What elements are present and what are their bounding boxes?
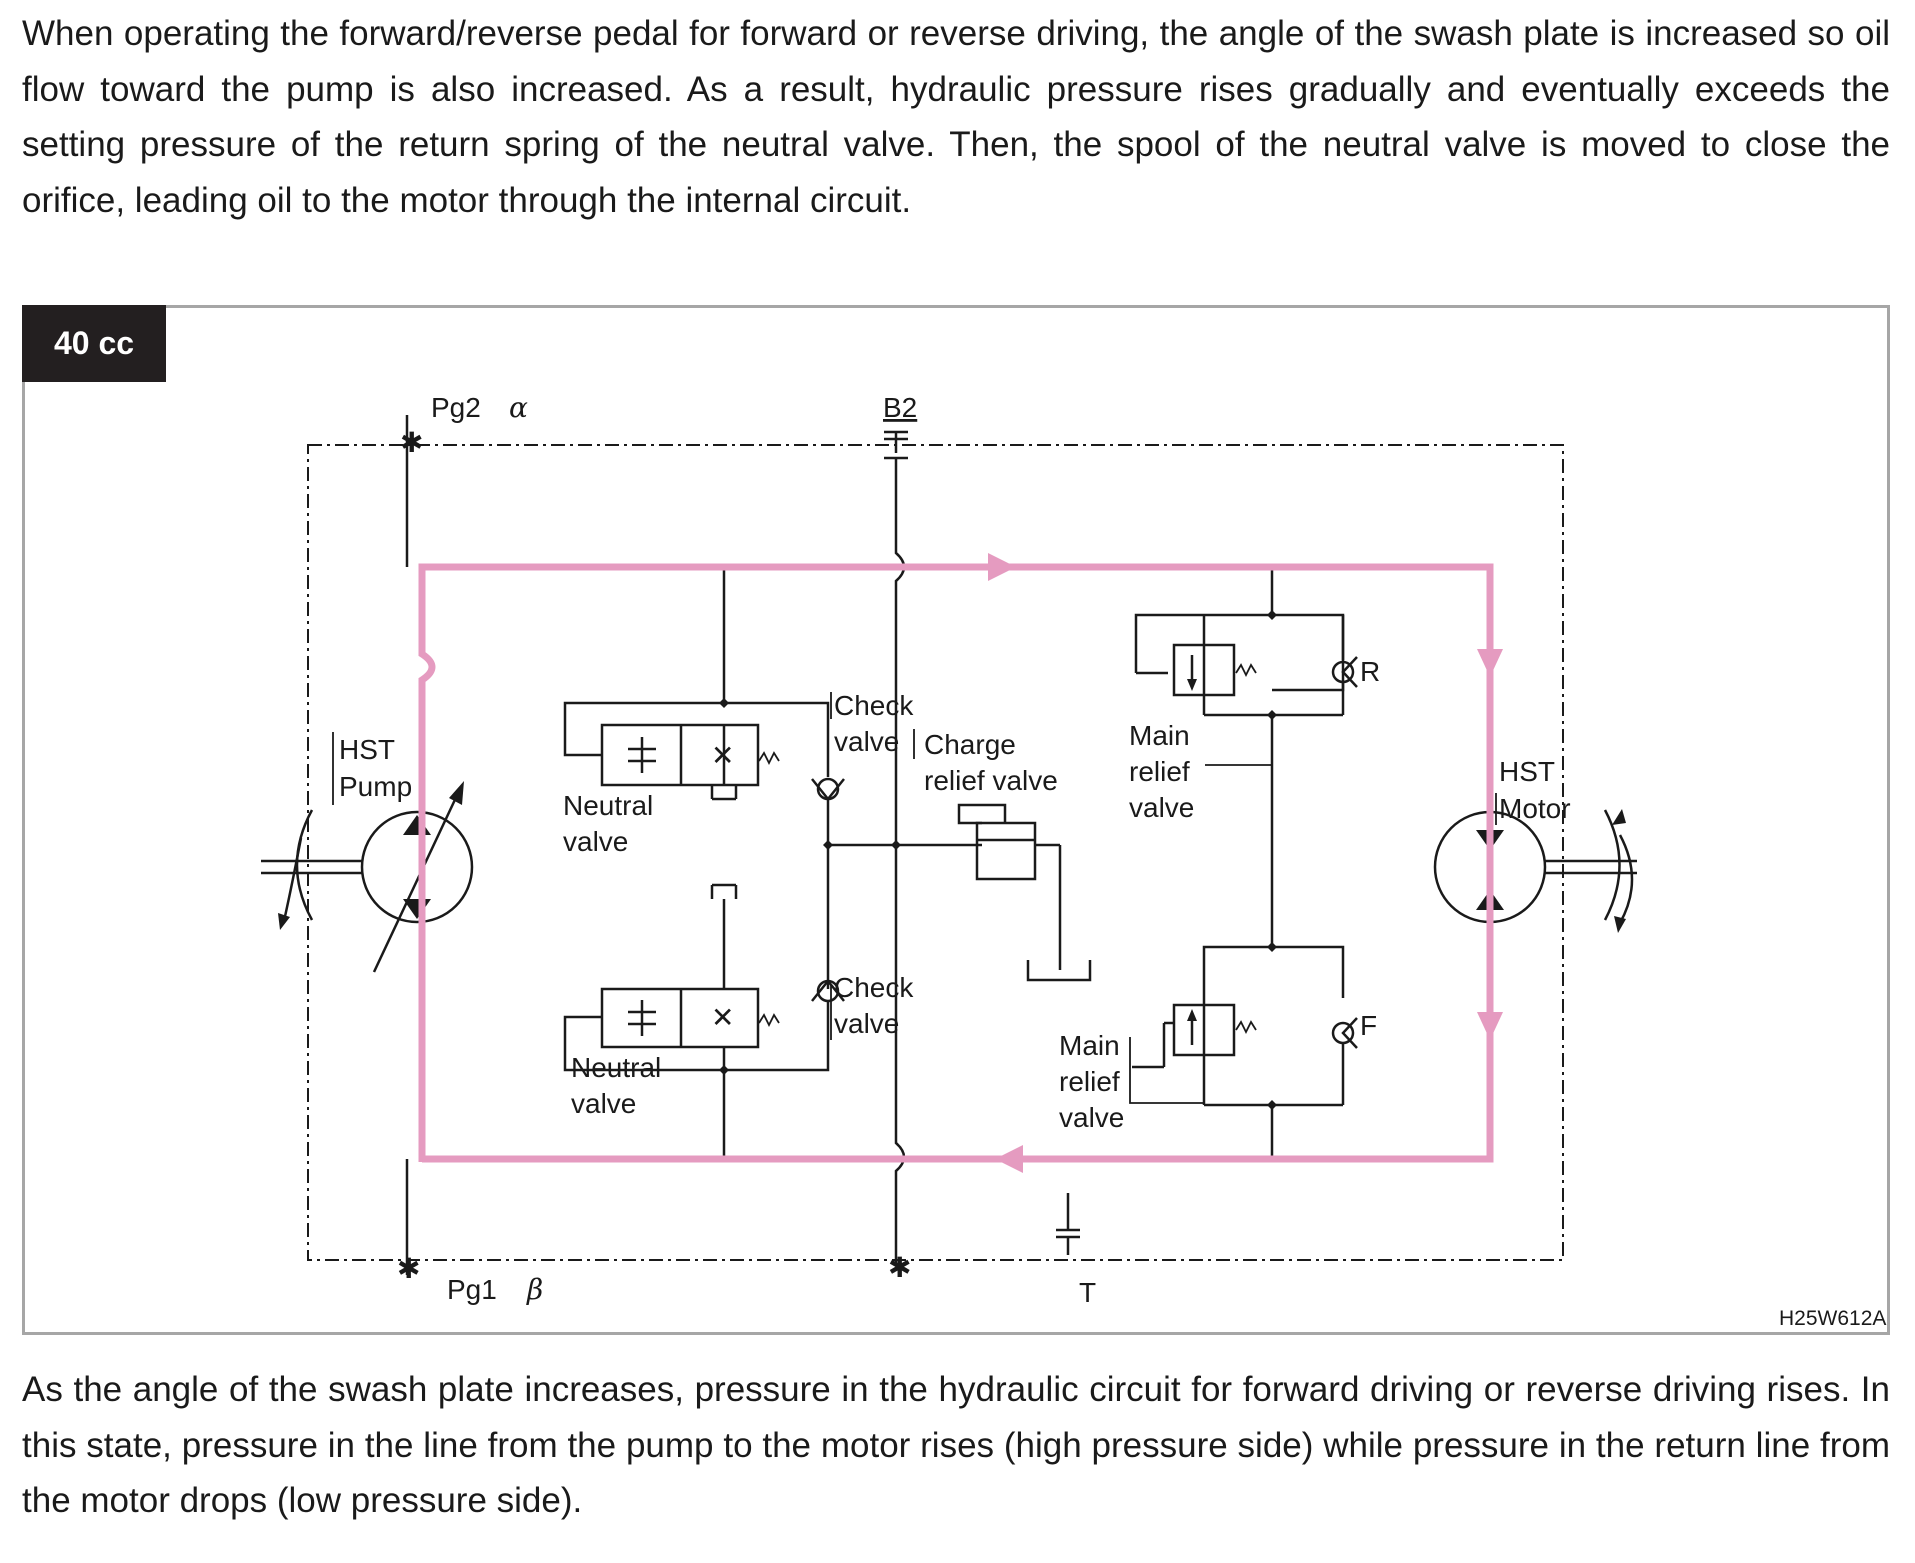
outro-paragraph: As the angle of the swash plate increase… — [22, 1370, 1890, 1520]
check-valve-lower-label-2: valve — [834, 1008, 899, 1039]
flow-arrow-bottom — [995, 1145, 1023, 1173]
flow-arrow-right-lower — [1477, 1012, 1503, 1040]
main-relief-valve-lower-label-3: valve — [1059, 1102, 1124, 1133]
neutral-valve-upper-label-2: valve — [563, 826, 628, 857]
main-relief-valve-lower-leader — [1129, 1037, 1204, 1104]
housing-boundary — [307, 444, 1564, 1261]
oil-flow-loop — [418, 563, 1494, 1163]
hst-motor-symbol — [1433, 809, 1637, 933]
neutral-valve-lower-label-2: valve — [571, 1088, 636, 1119]
figure-code: H25W612A — [1779, 1307, 1886, 1330]
pg2-port-marker: ✱ — [400, 427, 423, 458]
neutral-valve-lower: ✕ — [563, 883, 830, 1159]
neutral-valve-upper: ✕ — [563, 567, 830, 801]
pg2-label: Pg2 — [431, 392, 481, 423]
hst-pump-symbol — [261, 781, 474, 973]
flow-arrow-top — [988, 553, 1016, 581]
charge-relief-valve-label-1: Charge — [924, 729, 1016, 760]
hst-pump-label-2: Pump — [339, 771, 412, 802]
hydraulic-circuit-figure: ✱ ✱ ✱ — [22, 305, 1890, 1335]
b2-label: B2 — [883, 392, 917, 423]
main-relief-valve-upper-label-1: Main — [1129, 720, 1190, 751]
orifice-symbol-upper: ✕ — [711, 740, 734, 771]
main-relief-valve-upper-label-2: relief — [1129, 756, 1190, 787]
r-label: R — [1360, 656, 1380, 687]
f-label: F — [1360, 1010, 1377, 1041]
main-relief-valve-f — [1132, 945, 1358, 1159]
main-relief-valve-lower-label-2: relief — [1059, 1066, 1120, 1097]
check-valve-lower-label-1: Check — [834, 972, 914, 1003]
charge-relief-valve-label-2: relief valve — [924, 765, 1058, 796]
hst-motor-label-2: Motor — [1499, 793, 1571, 824]
check-valve-upper-label-2: valve — [834, 726, 899, 757]
check-valves-and-charge-line — [811, 777, 982, 1003]
intro-paragraph: When operating the forward/reverse pedal… — [22, 14, 1890, 220]
neutral-valve-lower-label-1: Neutral — [571, 1052, 661, 1083]
b2-bottom-marker: ✱ — [888, 1252, 911, 1283]
main-relief-valve-upper-label-3: valve — [1129, 792, 1194, 823]
b2-line — [894, 458, 906, 1265]
neutral-valve-upper-label-1: Neutral — [563, 790, 653, 821]
main-relief-valve-lower-label-1: Main — [1059, 1030, 1120, 1061]
orifice-symbol-lower: ✕ — [711, 1002, 734, 1033]
pg1-port-marker: ✱ — [397, 1253, 420, 1284]
figure-tag: 40 cc — [22, 305, 166, 382]
hst-motor-label-1: HST — [1499, 756, 1555, 787]
charge-relief-valve-symbol — [957, 803, 1092, 982]
t-label: T — [1079, 1277, 1096, 1308]
beta-label: β — [526, 1273, 543, 1306]
alpha-label: α — [509, 391, 528, 424]
hst-pump-label-1: HST — [339, 734, 395, 765]
check-valve-upper-label-1: Check — [834, 690, 914, 721]
hydraulic-circuit-diagram: ✱ ✱ ✱ — [261, 391, 1886, 1330]
flow-arrow-right-upper — [1477, 649, 1503, 677]
main-relief-valve-r — [1134, 567, 1358, 952]
pg1-label: Pg1 — [447, 1274, 497, 1305]
